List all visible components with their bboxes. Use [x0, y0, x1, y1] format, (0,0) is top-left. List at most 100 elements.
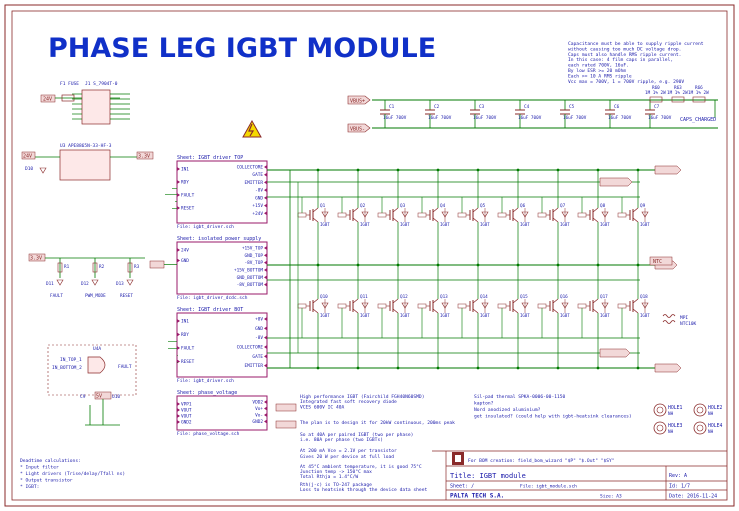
note-line: get insulated? (could help with igbt-hea…: [474, 414, 632, 420]
bottom-left-notes: Deadtime calculations:* Input filter* Li…: [20, 144, 251, 490]
svg-text:C9: C9: [80, 394, 86, 400]
igbt-label: Q4: [440, 203, 446, 209]
hier-pin-right: EMITTER: [244, 363, 263, 369]
hier-sheet-file: File: phase_voltage.sch: [177, 431, 240, 437]
hier-pin-right: VDD2: [252, 400, 263, 406]
svg-text:PALTA TECH S.A.: PALTA TECH S.A.: [450, 493, 504, 500]
hole-label: HOLE2: [708, 405, 723, 411]
note-line: Loss to heatsink through the device data…: [300, 487, 427, 493]
mounting-hole-icon: [653, 421, 667, 435]
resistor-label: R3: [134, 264, 140, 270]
svg-text:Size: A3: Size: A3: [600, 494, 622, 500]
hole-sub-label: NH: [668, 429, 674, 435]
hier-pin-right: -8V: [255, 188, 263, 194]
igbt-label: Q1: [320, 203, 326, 209]
igbt-part: IGBT: [520, 222, 530, 227]
hier-pin-left: GND2: [181, 420, 192, 426]
hier-pin-left: IN1: [181, 319, 189, 325]
hier-pin-right: GND2: [252, 419, 263, 425]
igbt-array: Q1IGBTQ10IGBTQ2IGBTQ11IGBTQ3IGBTQ12IGBTQ…: [267, 165, 682, 373]
power-input-section: 24V F1 FUSE J1 S_7904T-0 U3 APE8865N-33-…: [21, 81, 154, 181]
company-logo-icon: [452, 452, 464, 465]
svg-text:5V: 5V: [96, 394, 102, 400]
igbt-part: IGBT: [320, 222, 330, 227]
note-line: At 200 mA Vce = 2.1V per transistor: [300, 448, 397, 454]
led-signal-label: PWM_MODE: [85, 293, 106, 299]
hier-pin-left: RESET: [181, 359, 195, 365]
ntc-section: NTC MPI NTC10K: [649, 256, 697, 327]
igbt-label: Q17: [600, 294, 608, 300]
svg-text:24V: 24V: [23, 154, 32, 160]
hier-pin-left: 24V: [181, 248, 189, 254]
note-line: Gives 20 W per device at full load: [300, 454, 394, 460]
note-line: * Input filter: [20, 465, 59, 471]
vbus-plus-label: VBUS+: [347, 95, 371, 105]
igbt-label: Q9: [640, 203, 646, 209]
connector-j1: [81, 89, 111, 125]
igbt-part: IGBT: [520, 313, 530, 318]
cap-value: 16uF 700V: [518, 115, 542, 121]
igbt-label: Q15: [520, 294, 528, 300]
svg-text:D10: D10: [25, 166, 33, 172]
note-line: Total Rthja = 1.4°C/W: [300, 474, 358, 480]
note-line: Caps must also handle RMS ripple current…: [568, 52, 681, 58]
igbt-label: Q13: [440, 294, 448, 300]
igbt-part: IGBT: [400, 222, 410, 227]
note-line: Each >= 10 A RMS ripple: [568, 73, 632, 79]
igbt-part: IGBT: [600, 222, 610, 227]
hier-pin-right: -8V_BOTTOM: [237, 282, 264, 288]
led-signal-label: FAULT: [50, 293, 63, 299]
hier-sheet-name: Sheet: isolated power supply: [177, 236, 261, 242]
igbt-part: IGBT: [560, 222, 570, 227]
hier-pin-left: VOUT: [181, 414, 192, 420]
igbt-part: IGBT: [640, 222, 650, 227]
svg-text:Title: IGBT module: Title: IGBT module: [450, 472, 526, 480]
hier-pin-right: EMITTER: [244, 180, 263, 186]
note-line: Capacitance must be able to supply rippl…: [568, 41, 704, 47]
title-block: Title: IGBT module Sheet: / PALTA TECH S…: [432, 450, 727, 500]
cap-value: 16uF 700V: [563, 115, 587, 121]
svg-text:J1 S_7904T-0: J1 S_7904T-0: [85, 81, 118, 87]
note-line: By low ESR >= 20 mOhm: [568, 68, 626, 74]
note-line: * Output transistor: [20, 478, 73, 484]
cap-value: 16uF 700V: [428, 115, 452, 121]
svg-text:VBUS-: VBUS-: [350, 127, 365, 133]
resistor-value: 1M 1% 2W: [667, 90, 688, 96]
cap-label: C7: [654, 104, 660, 110]
svg-text:IN_TOP_1: IN_TOP_1: [60, 357, 82, 363]
hier-sheet-file: File: igbt_driver_dcdc.sch: [177, 295, 248, 301]
igbt-part: IGBT: [440, 222, 450, 227]
hier-pin-right: GND_BOTTOM: [237, 275, 264, 281]
sheet-inner-frame: [11, 10, 728, 501]
note-line: Deadtime calculations:: [20, 458, 81, 464]
hole-label: HOLE1: [668, 405, 683, 411]
svg-text:For BOM creation: field_bom_wi: For BOM creation: field_bom_wizard "$P" …: [468, 458, 615, 464]
hier-pin-left: GND: [181, 258, 189, 264]
hier-pin-left: VPP1: [181, 402, 192, 408]
igbt-label: Q6: [520, 203, 526, 209]
resistor-label: R60: [652, 85, 660, 91]
svg-text:3.3V: 3.3V: [138, 154, 150, 160]
hier-pin-right: COLLECTORE: [237, 165, 264, 171]
igbt-label: Q16: [560, 294, 568, 300]
igbt-part: IGBT: [640, 313, 650, 318]
hier-sheet-name: Sheet: phase_voltage: [177, 390, 237, 396]
note-line: In this case: 4 film caps in parallel,: [568, 57, 673, 63]
sheet-frame: [4, 4, 735, 507]
igbt-part: IGBT: [440, 313, 450, 318]
regulator-u3: [59, 149, 111, 181]
hier-sheet-file: File: igbt_driver.sch: [177, 378, 234, 384]
hier-pin-left: IN1: [181, 167, 189, 173]
